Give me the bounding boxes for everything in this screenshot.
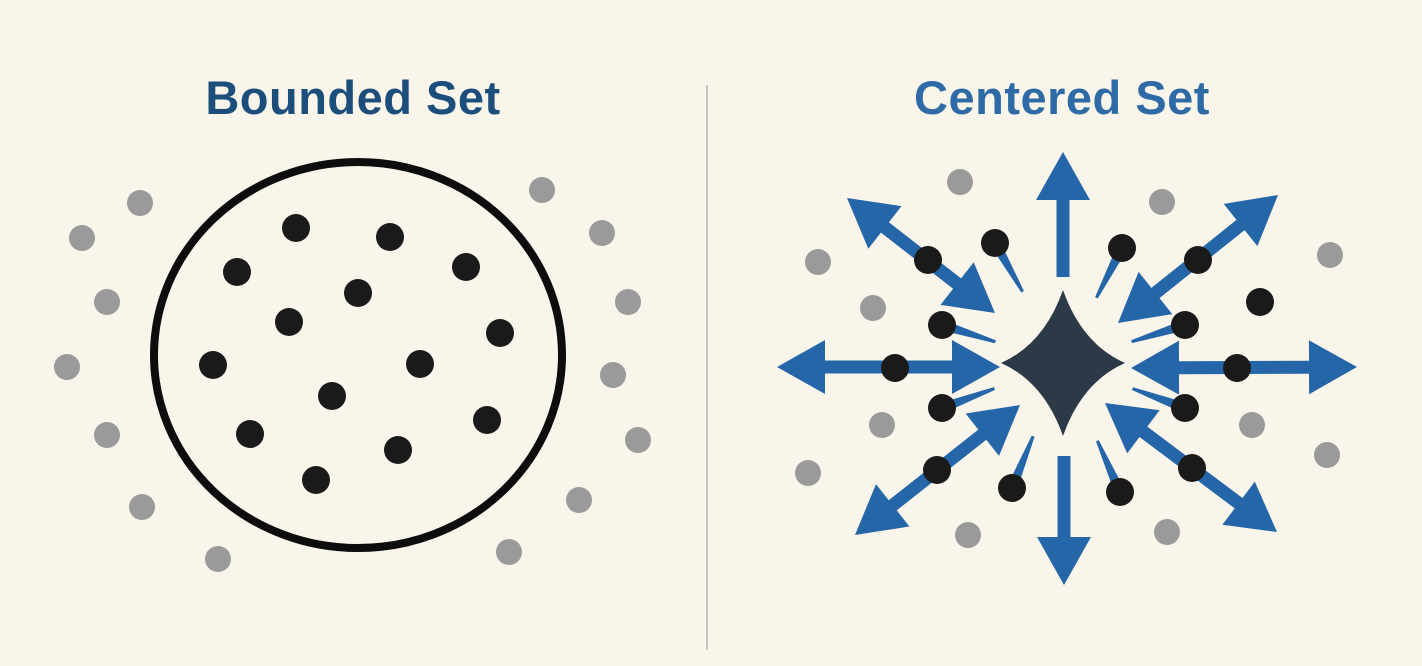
radiating-arrow-s (1037, 456, 1091, 585)
boundary-circle (150, 158, 566, 552)
gray-dot (795, 460, 821, 486)
dot-tail (1131, 324, 1175, 344)
outside-dot (566, 487, 592, 513)
dot-tail (997, 251, 1024, 293)
outside-dot (129, 494, 155, 520)
inside-dot (384, 436, 412, 464)
tailed-dot (928, 394, 956, 422)
inside-dot (452, 253, 480, 281)
outside-dot (615, 289, 641, 315)
outside-dot (625, 427, 651, 453)
outside-dot (54, 354, 80, 380)
inside-dot (236, 420, 264, 448)
inside-dot (275, 308, 303, 336)
dot-tail (1095, 440, 1120, 483)
on-arrow-dot (1178, 454, 1206, 482)
center-star-icon (1001, 290, 1125, 436)
inside-dot (199, 351, 227, 379)
outside-dot (205, 546, 231, 572)
panel-divider (706, 85, 708, 650)
outside-dot (69, 225, 95, 251)
outside-dot (127, 190, 153, 216)
outside-dot (94, 422, 120, 448)
on-arrow-dot (1184, 246, 1212, 274)
gray-dot (805, 249, 831, 275)
tailed-dot (998, 474, 1026, 502)
gray-dot (1314, 442, 1340, 468)
outside-dot (600, 362, 626, 388)
on-arrow-dot (914, 246, 942, 274)
inside-dot (223, 258, 251, 286)
tailed-dot (1171, 311, 1199, 339)
inside-dot (302, 466, 330, 494)
tailed-dot (928, 311, 956, 339)
outside-dot (529, 177, 555, 203)
inside-dot (282, 214, 310, 242)
inside-dot (344, 279, 372, 307)
gray-dot (860, 295, 886, 321)
gray-dot (1149, 189, 1175, 215)
dot-tail (952, 324, 996, 344)
inside-dot (406, 350, 434, 378)
outside-dot (94, 289, 120, 315)
dot-tail (1131, 387, 1176, 409)
tailed-dot (1108, 234, 1136, 262)
radiating-arrow-n (1036, 152, 1090, 277)
gray-dot (1317, 242, 1343, 268)
dot-tail (951, 387, 996, 409)
plain-dot (1246, 288, 1274, 316)
outside-dot (496, 539, 522, 565)
left-panel-title: Bounded Set (205, 71, 501, 124)
gray-dot (1239, 412, 1265, 438)
gray-dot (869, 412, 895, 438)
inside-dot (486, 319, 514, 347)
gray-dot (1154, 519, 1180, 545)
dot-tail (1012, 435, 1035, 479)
inside-dot (473, 406, 501, 434)
right-panel-title: Centered Set (914, 71, 1210, 124)
outside-dot (589, 220, 615, 246)
inside-dot (318, 382, 346, 410)
inside-dot (376, 223, 404, 251)
tailed-dot (1106, 478, 1134, 506)
tailed-dot (981, 229, 1009, 257)
dot-tail (1095, 256, 1121, 299)
on-arrow-dot (881, 354, 909, 382)
on-arrow-dot (1223, 354, 1251, 382)
gray-dot (955, 522, 981, 548)
gray-dot (947, 169, 973, 195)
on-arrow-dot (923, 456, 951, 484)
tailed-dot (1171, 394, 1199, 422)
